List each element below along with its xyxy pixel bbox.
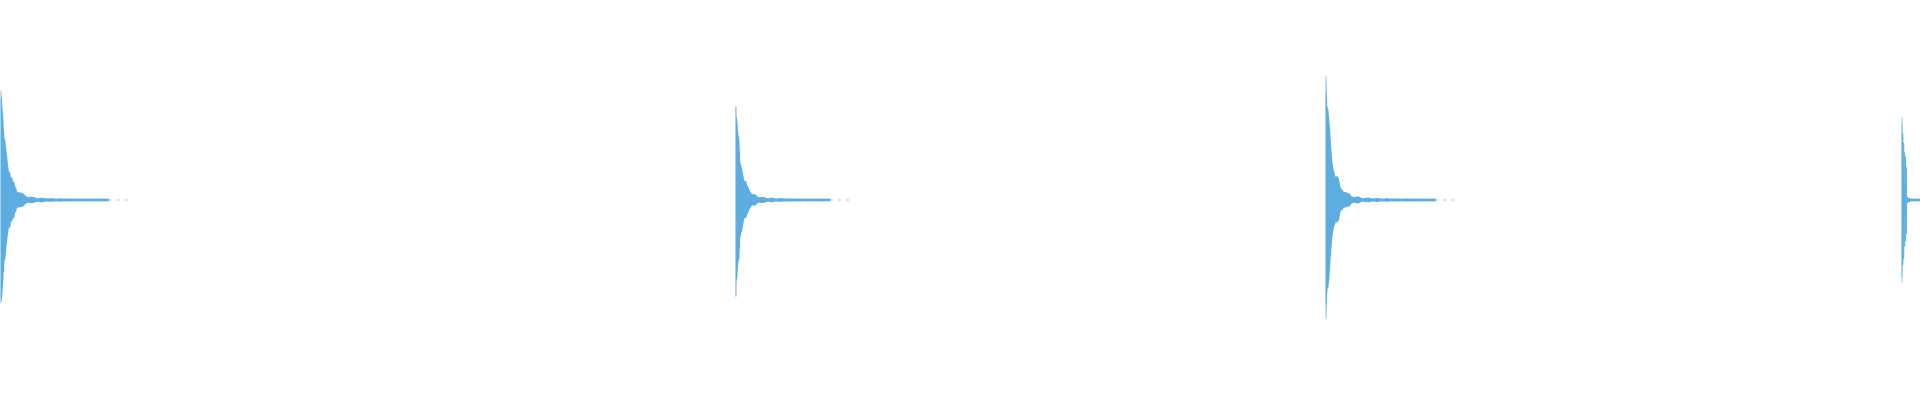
waveform-hit-envelope [0,90,109,304]
waveform-hit-envelope [735,114,831,284]
waveform-hit-2 [735,106,853,297]
waveform-hit-4 [1901,117,1920,283]
waveform-hit-1 [0,90,131,304]
waveform-hits [0,75,1920,320]
waveform-hit-envelope [1325,75,1436,320]
waveform-hit-3 [1325,75,1458,320]
